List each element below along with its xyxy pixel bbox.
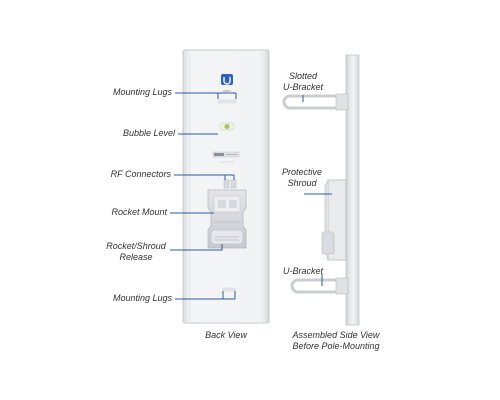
ubiquiti-logo-icon — [221, 74, 233, 85]
label-assembled-side-view-line1: Assembled Side View — [292, 330, 380, 340]
callout-mounting-lugs-bottom — [175, 291, 236, 300]
side-view-antenna — [282, 54, 360, 326]
callout-lines — [170, 92, 332, 300]
slotted-u-bracket — [282, 93, 349, 111]
bottom-mounting-lugs — [222, 287, 236, 292]
rocket-mount — [207, 189, 247, 249]
label-assembled-side-view: Assembled Side View Before Pole-Mounting — [286, 330, 386, 352]
label-slotted-u-bracket-line1: Slotted — [288, 71, 318, 81]
label-rocket-shroud-release-line1: Rocket/Shroud — [106, 241, 166, 251]
callout-mounting-lugs-top — [175, 92, 237, 99]
back-view-antenna: UBNT — [182, 49, 270, 324]
label-rocket-mount: Rocket Mount — [111, 207, 167, 217]
bubble-level-icon — [219, 122, 235, 131]
label-mounting-lugs-bottom: Mounting Lugs — [112, 293, 172, 303]
label-assembled-side-view-line2: Before Pole-Mounting — [292, 341, 380, 351]
callout-rocket-shroud-release — [170, 244, 223, 251]
label-protective-shroud-line1: Protective — [281, 167, 323, 177]
label-bubble-level: Bubble Level — [122, 128, 175, 138]
label-plate — [212, 151, 240, 163]
label-rf-connectors: RF Connectors — [110, 169, 171, 179]
logo-wordmark: UBNT — [223, 89, 231, 93]
label-protective-shroud-line2: Shroud — [287, 178, 317, 188]
label-slotted-u-bracket-line2: U-Bracket — [282, 82, 323, 92]
callout-rf-connectors — [174, 174, 235, 180]
label-slotted-u-bracket: Slotted U-Bracket — [280, 71, 326, 93]
label-u-bracket: U-Bracket — [283, 266, 324, 276]
u-bracket — [290, 277, 349, 295]
label-back-view: Back View — [205, 330, 247, 340]
label-rocket-shroud-release-line2: Release — [119, 252, 153, 262]
label-mounting-lugs-top: Mounting Lugs — [112, 87, 172, 97]
label-rocket-shroud-release: Rocket/Shroud Release — [102, 241, 170, 263]
top-mounting-lugs — [217, 99, 237, 104]
protective-shroud — [321, 179, 347, 261]
label-protective-shroud: Protective Shroud — [276, 167, 328, 189]
